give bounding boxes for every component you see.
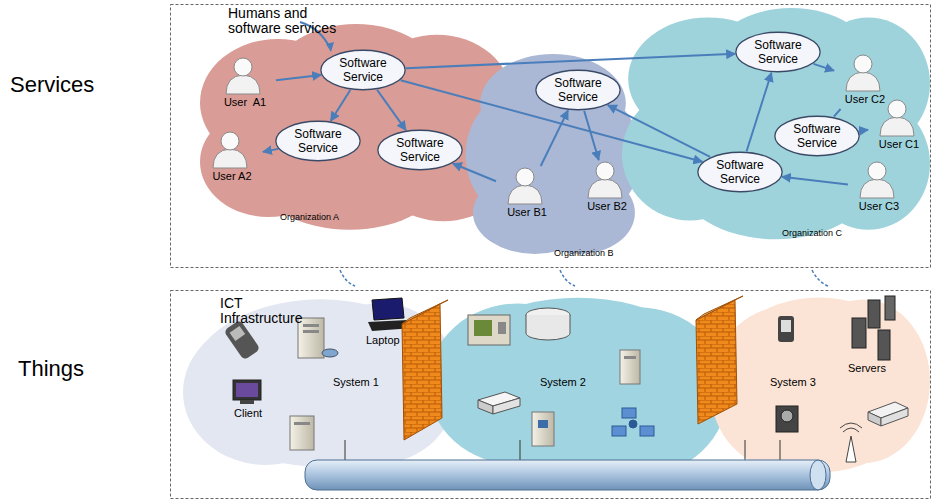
organization-cloud: Organization CSoftware ServiceUser C2Sof…	[622, 8, 930, 244]
service-connector	[859, 130, 868, 131]
service-ellipse: Software Service	[774, 115, 860, 157]
user-label: User B1	[496, 206, 558, 219]
user-label: User C1	[868, 138, 930, 151]
annotation-label: Client	[234, 407, 262, 420]
service-label: Software Service	[786, 122, 848, 150]
region-shape	[428, 292, 728, 484]
annotation-label: Laptop	[366, 334, 400, 347]
user-figure: User B1	[496, 166, 558, 222]
service-label: Software Service	[332, 56, 394, 84]
organization-cloud: Organization A User A1 Software ServiceUse…	[200, 22, 512, 234]
organization-label: Organization B	[554, 248, 614, 258]
user-label: User C3	[848, 200, 910, 213]
service-label: Software Service	[709, 158, 771, 186]
layer-title: Services	[10, 72, 94, 98]
user-label: User A2	[201, 170, 263, 183]
things-panel	[171, 291, 931, 499]
annotation-label: Servers	[848, 362, 886, 375]
service-label: Software Service	[389, 136, 451, 164]
system-label: System 2	[540, 376, 586, 388]
service-label: Software Service	[547, 76, 609, 104]
service-ellipse: Software Service	[697, 151, 783, 193]
layer-title: Things	[18, 356, 84, 382]
layer-links	[340, 270, 828, 286]
user-label: User A1	[214, 96, 276, 109]
service-label: Software Service	[747, 38, 809, 66]
annotation-label: Humans and software services	[228, 6, 348, 36]
user-figure: User C1	[868, 98, 930, 154]
service-ellipse: Software Service	[735, 31, 821, 73]
user-label: User B2	[576, 200, 638, 213]
service-ellipse: Software Service	[535, 69, 621, 111]
system-label: System 3	[770, 376, 816, 388]
region-shape	[708, 292, 930, 478]
user-label: User C2	[834, 93, 896, 106]
user-figure: User C2	[834, 53, 896, 109]
annotation-label: ICT Infrastructure	[220, 296, 316, 326]
system-region: System 2	[428, 292, 728, 484]
system-region: System 3	[708, 292, 930, 478]
services-panel	[171, 5, 931, 268]
organization-cloud: Organization B Software ServiceUser B1 Use…	[462, 52, 644, 258]
service-label: Software Service	[287, 127, 349, 155]
service-ellipse: Software Service	[377, 129, 463, 171]
user-figure: User A2	[201, 130, 263, 186]
organization-label: Organization A	[280, 212, 339, 222]
organization-label: Organization C	[782, 228, 842, 238]
service-ellipse: Software Service	[275, 120, 361, 162]
user-figure: User A1	[214, 56, 276, 112]
user-figure: User C3	[848, 160, 910, 216]
user-figure: User B2	[576, 160, 638, 216]
system-label: System 1	[333, 376, 379, 388]
service-ellipse: Software Service	[320, 49, 406, 91]
